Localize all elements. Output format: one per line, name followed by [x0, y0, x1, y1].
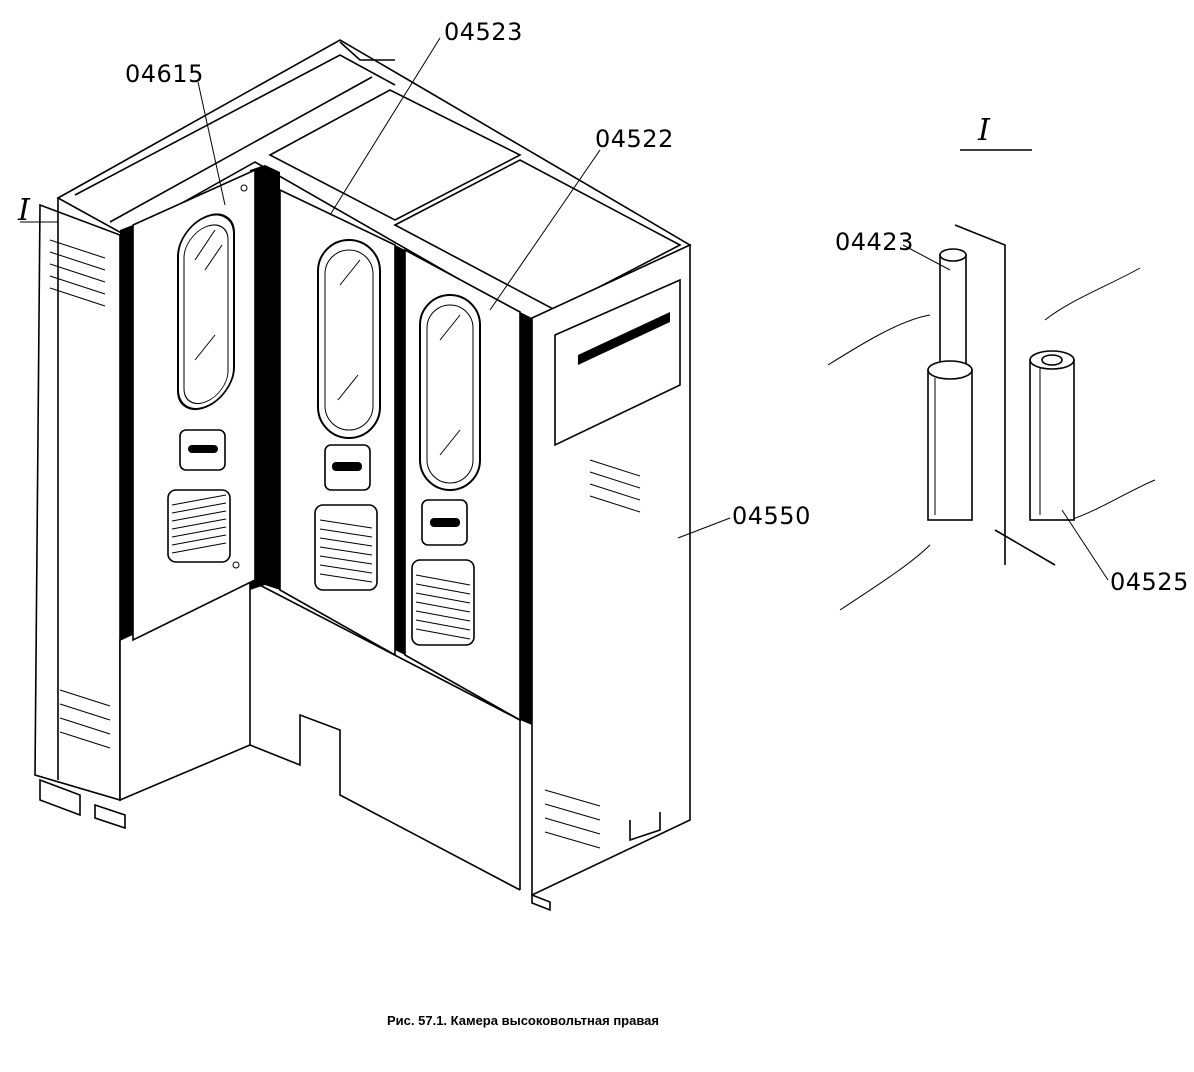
left-side-shading — [49, 239, 111, 749]
pin-04423 — [927, 248, 973, 521]
right-side-shading — [544, 459, 641, 849]
callout-04525: 04525 — [1110, 568, 1189, 596]
door-04523 — [265, 165, 396, 657]
door-04523-vent — [319, 519, 373, 583]
cabinet-roof — [56, 39, 692, 321]
door-04615-vent — [171, 494, 227, 554]
leader-lines — [20, 37, 731, 539]
callout-04550: 04550 — [732, 502, 811, 530]
callout-04523: 04523 — [444, 18, 523, 46]
sleeve-04525 — [1029, 350, 1075, 521]
door-04522 — [395, 245, 532, 725]
callout-04522: 04522 — [595, 125, 674, 153]
cabinet-left-side — [34, 198, 126, 830]
callout-04423: 04423 — [835, 228, 914, 256]
detail-view — [827, 149, 1156, 611]
figure-caption: Рис. 57.1. Камера высоковольтная правая — [387, 1013, 659, 1028]
door-04615 — [132, 168, 256, 642]
callout-04615: 04615 — [125, 60, 204, 88]
view-marker-main: I — [17, 193, 31, 228]
detail-title: I — [977, 113, 991, 148]
cabinet-right-side — [531, 243, 691, 912]
door-04522-vent — [415, 574, 471, 640]
